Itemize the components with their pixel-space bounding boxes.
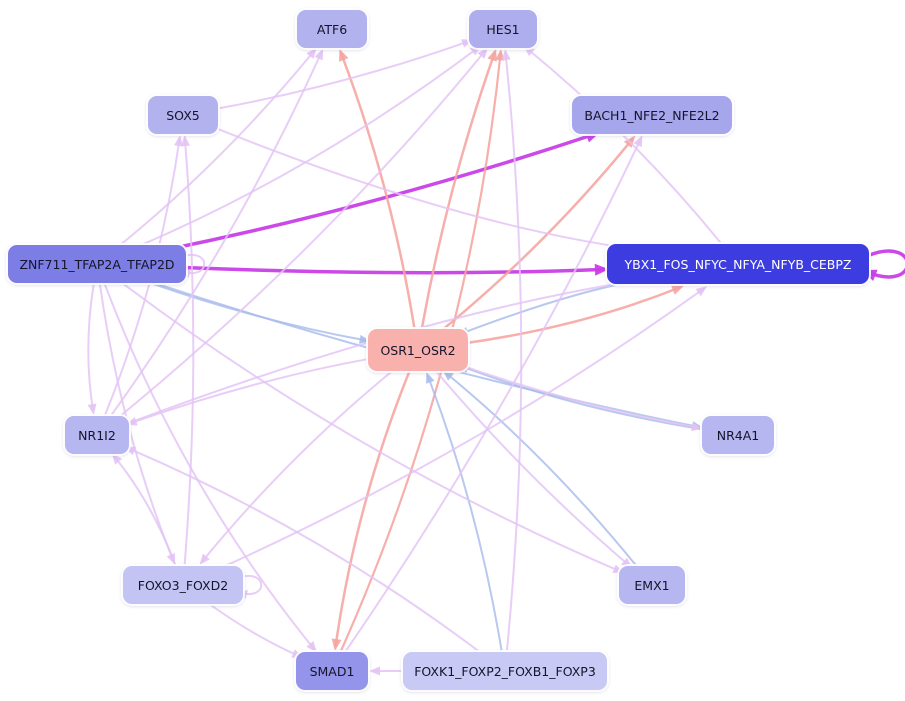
edge-SMAD1-BACH1 bbox=[344, 135, 643, 653]
edge-FOXK1-OSR1 bbox=[426, 371, 503, 651]
node-EMX1[interactable]: EMX1 bbox=[619, 566, 685, 604]
arrowhead-icon bbox=[501, 49, 511, 61]
arrowhead-icon bbox=[87, 403, 97, 416]
arrowhead-icon bbox=[339, 48, 349, 62]
edge-FOXO3-SMAD1 bbox=[208, 603, 304, 658]
arrowhead-icon bbox=[306, 641, 317, 653]
arrowhead-icon bbox=[691, 422, 703, 432]
arrowhead-icon bbox=[477, 47, 488, 59]
edge-OSR1-FOXO3 bbox=[199, 369, 395, 565]
edge-SOX5-HES1 bbox=[217, 39, 473, 110]
edge-FOXO3-YBX1 bbox=[219, 286, 708, 570]
arrowhead-icon bbox=[695, 286, 708, 297]
arrowhead-icon bbox=[359, 334, 371, 344]
edge-OSR1-SMAD1 bbox=[331, 371, 411, 651]
arrowhead-icon bbox=[671, 285, 685, 295]
edge-OSR1-ATF6 bbox=[339, 48, 416, 329]
edge-OSR1-YBX1 bbox=[466, 285, 685, 345]
edge-ZNF711-SMAD1 bbox=[104, 283, 317, 653]
arrowhead-icon bbox=[181, 135, 190, 147]
edge-FOXO3-NR1I2 bbox=[111, 453, 177, 566]
node-HES1[interactable]: HES1 bbox=[469, 10, 537, 48]
edge-ZNF711-ATF6 bbox=[120, 47, 317, 245]
arrowhead-icon bbox=[487, 48, 497, 62]
arrowhead-icon bbox=[426, 371, 435, 384]
node-BACH1[interactable]: BACH1_NFE2_NFE2L2 bbox=[572, 96, 732, 134]
edge-FOXK1-HES1 bbox=[501, 49, 523, 651]
node-FOXK1[interactable]: FOXK1_FOXP2_FOXB1_FOXP3 bbox=[403, 652, 607, 690]
edge-FOXO3-SOX5 bbox=[181, 135, 195, 565]
edge-NR1I2-HES1 bbox=[116, 47, 488, 420]
node-FOXO3[interactable]: FOXO3_FOXD2 bbox=[123, 566, 243, 604]
arrowhead-icon bbox=[495, 49, 505, 61]
arrowhead-icon bbox=[369, 666, 380, 676]
node-NR1I2[interactable]: NR1I2 bbox=[65, 416, 129, 454]
node-OSR1[interactable]: OSR1_OSR2 bbox=[368, 329, 468, 371]
edge-FOXK1-SMAD1 bbox=[369, 666, 407, 676]
arrowhead-icon bbox=[633, 135, 643, 148]
edge-ZNF711-NR1I2 bbox=[87, 284, 97, 416]
node-ZNF711[interactable]: ZNF711_TFAP2A_TFAP2D bbox=[8, 245, 186, 283]
arrowhead-icon bbox=[331, 638, 342, 651]
node-YBX1[interactable]: YBX1_FOS_NFYC_NFYA_NFYB_CEBPZ bbox=[607, 244, 869, 284]
edge-YBX1-HES1 bbox=[523, 45, 722, 244]
edge-OSR1-EMX1 bbox=[435, 370, 633, 569]
arrowhead-icon bbox=[314, 48, 324, 61]
edge-ZNF711-YBX1 bbox=[184, 263, 609, 276]
edge-EMX1-OSR1 bbox=[442, 370, 638, 568]
arrowhead-icon bbox=[523, 45, 535, 57]
node-NR4A1[interactable]: NR4A1 bbox=[702, 416, 774, 454]
arrowhead-icon bbox=[199, 553, 210, 565]
edge-NR1I2-ATF6 bbox=[109, 48, 324, 417]
arrowhead-icon bbox=[306, 47, 317, 59]
arrowhead-icon bbox=[621, 557, 633, 569]
edge-OSR1-NR4A1 bbox=[457, 363, 703, 432]
node-ATF6[interactable]: ATF6 bbox=[297, 10, 367, 48]
arrowhead-icon bbox=[111, 453, 123, 465]
node-SOX5[interactable]: SOX5 bbox=[148, 96, 218, 134]
node-SMAD1[interactable]: SMAD1 bbox=[296, 652, 368, 690]
arrowhead-icon bbox=[594, 263, 609, 276]
arrowhead-icon bbox=[442, 370, 454, 381]
edge-OSR1-HES1 bbox=[420, 48, 497, 329]
arrowhead-icon bbox=[174, 135, 183, 147]
